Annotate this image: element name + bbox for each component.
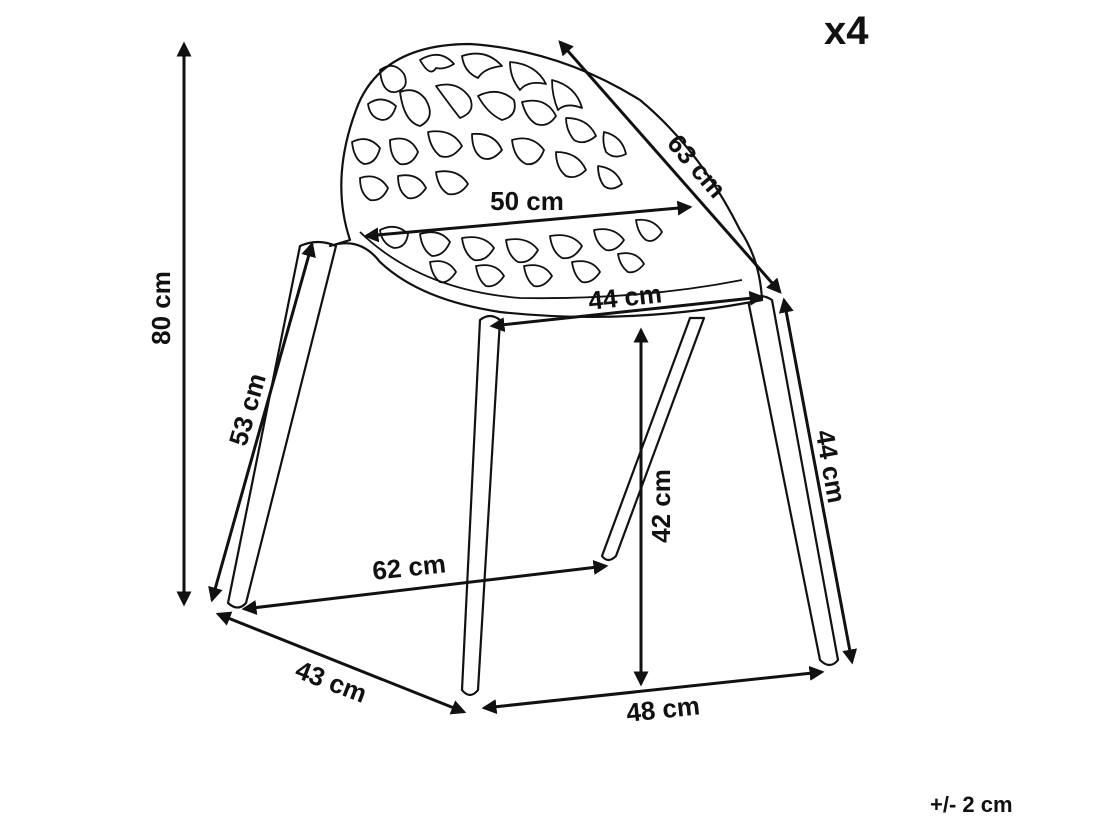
base-depth-label: 43 cm [291, 654, 371, 708]
dimension-arrows [176, 40, 858, 715]
rear-leg-label: 44 cm [810, 428, 852, 506]
back-width-arrow [363, 200, 693, 243]
front-right-leg [460, 314, 502, 697]
back-width-label: 50 cm [490, 186, 564, 216]
rear-brace-leg [600, 316, 706, 562]
rear-leg-arrow [778, 297, 858, 665]
base-diagonal-arrow [241, 560, 609, 615]
tolerance-label: +/- 2 cm [930, 792, 1013, 817]
back-diagonal-arrow [558, 40, 782, 294]
base-width-label: 48 cm [625, 690, 701, 728]
quantity-label: x4 [824, 9, 869, 53]
base-depth-arrow [215, 611, 467, 715]
front-leg-arrow [208, 241, 316, 603]
base-diagonal-label: 62 cm [371, 548, 447, 586]
base-width-arrow [481, 665, 825, 715]
seat-width-arrow [489, 290, 765, 333]
total-height-label: 80 cm [146, 271, 176, 345]
seat-height-label: 42 cm [646, 469, 676, 543]
